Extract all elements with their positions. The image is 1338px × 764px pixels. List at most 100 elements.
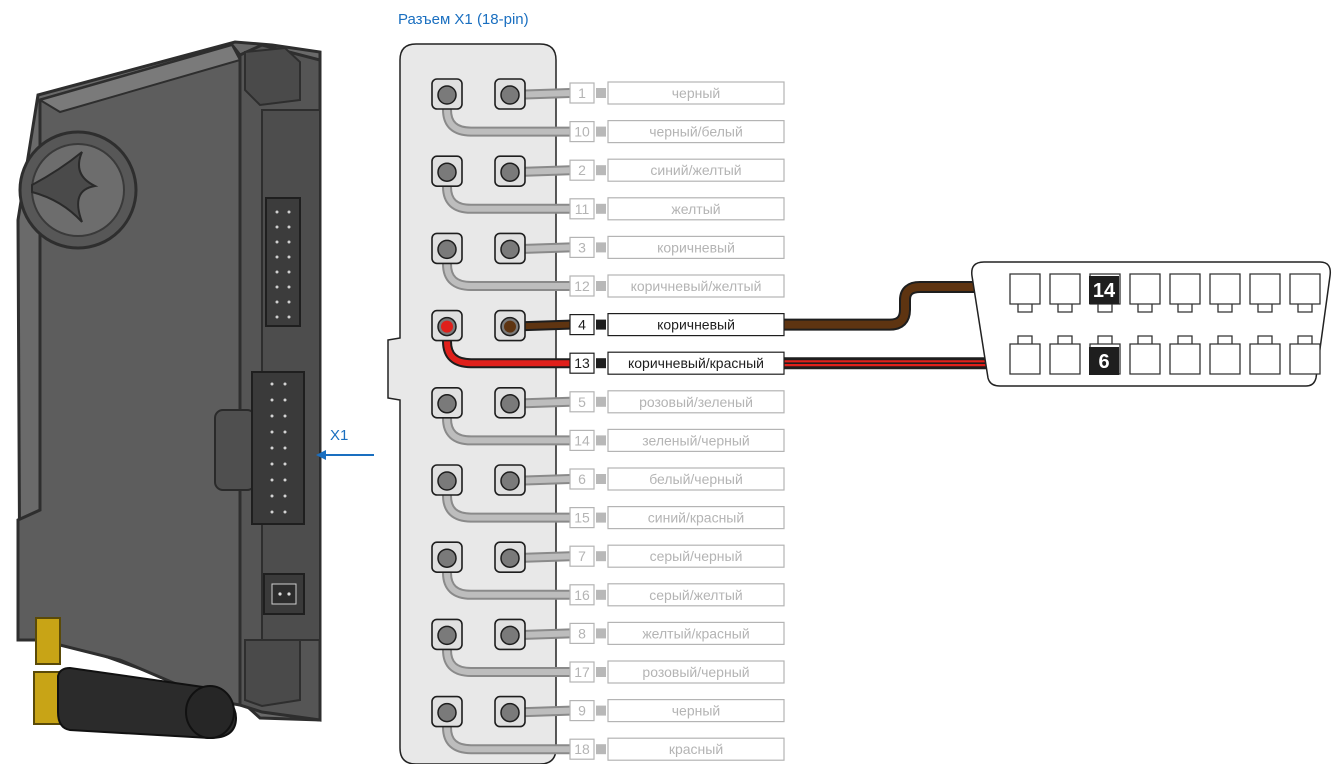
socket-pin [437,625,457,646]
wire-color-label: розовый/черный [642,664,749,680]
pin-number: 11 [575,201,590,217]
pin-number-box [569,314,595,336]
pin-number-box [569,738,595,760]
obd-pin-cell [1169,335,1201,375]
wire-color-box [607,235,785,259]
unit-connector-label: X1 [330,427,348,444]
pin-number: 13 [574,355,590,371]
socket-pin [500,471,520,491]
pins-layer [431,78,526,728]
crimp-mark [596,165,606,176]
socket-pin [437,702,457,723]
arrow-left-icon [316,450,374,460]
obd-pin-cells [1009,273,1321,375]
socket-pin [500,625,520,646]
obd-pin-cell [1009,335,1041,375]
wire-color-label: розовый/зеленый [639,394,753,410]
wire-color-label: коричневый/красный [628,355,764,371]
wire-color-box [607,274,785,298]
pin-number-box [569,391,595,413]
wire-color-box [607,506,785,530]
wire-color-label: синий/красный [648,510,744,526]
pin-number: 5 [578,394,586,410]
crimp-mark [596,358,606,369]
wire-color-box [607,81,785,105]
crimp-mark [596,474,606,484]
socket-pin [437,85,457,105]
socket-pin [437,394,457,414]
wire-color-label: коричневый [657,239,735,255]
socket-pin [500,85,520,105]
crimp-mark [596,281,606,291]
crimp-mark [596,589,606,600]
socket-pin [437,239,457,260]
obd-pin-cell [1049,273,1081,313]
wire-color-label: белый/черный [649,471,743,487]
socket-pin-active [504,320,516,333]
crimp-mark [596,396,606,407]
socket-pin [437,471,457,491]
obd-pin-14-label: 14 [1093,280,1116,302]
wire-color-box [607,660,785,684]
obd-pin-cell [1209,273,1241,313]
socket-pin [500,239,520,260]
pin-number: 3 [578,239,586,255]
wire-color-label: желтый [671,201,720,217]
wire-color-box [607,544,785,568]
pin-number: 6 [578,471,586,487]
crimp-mark [596,203,606,214]
wire-color-label: черный [672,703,720,719]
wire-color-label: коричневый [657,317,735,333]
pin-number-box [569,622,595,645]
socket-pin [500,394,520,414]
obd-pin-cell [1249,273,1281,313]
pin-number-box [569,82,595,104]
wire-color-box [607,583,785,607]
obd-pin-cell [1289,273,1321,313]
crimp-mark [596,667,606,677]
pin-number-box [569,661,595,683]
pin-number: 16 [574,587,590,603]
obd-pin-6-label: 6 [1098,351,1109,373]
obd2-connector-icon [971,261,1332,387]
pin-number: 1 [578,85,586,101]
socket-pin [437,162,457,182]
obd-pin-cell [1289,335,1321,375]
connector-title: Разъем X1 (18-pin) [398,11,529,28]
socket-pin [500,548,520,568]
wire-color-box [607,621,785,646]
crimp-mark [596,744,606,755]
obd-pin-cell [1209,335,1241,375]
pin-number: 4 [578,317,586,333]
crimp-mark [596,551,606,562]
wire-color-label: серый/черный [650,548,743,564]
pin-number-box [569,429,595,451]
pin-number: 7 [578,548,586,564]
wire-color-box [607,428,785,452]
wire-color-box [607,351,785,375]
wire-color-box [607,158,785,182]
socket-pin [500,702,520,723]
wire-color-box [607,737,785,761]
pin-number-box [569,275,595,297]
pin-number-box [569,468,595,490]
pin-number-box [569,507,595,529]
wire-color-box [607,467,785,491]
pin-number: 17 [574,664,590,680]
crimp-mark [596,435,606,446]
wire-color-label: коричневый/желтый [631,278,762,294]
socket-pin [437,548,457,568]
pin-number: 15 [574,510,590,526]
wire-color-box [607,698,785,723]
pin-number: 12 [574,278,590,294]
wire-color-label: синий/желтый [650,162,741,178]
wire-color-box [607,313,785,337]
obd-pin-cell [1249,335,1281,375]
pin-number-box [569,120,595,143]
socket-pin [500,162,520,182]
pin-number: 18 [574,741,590,757]
pin-number-box [569,584,595,606]
pin-number-box [569,198,595,220]
wire-color-label: желтый/красный [642,625,749,641]
